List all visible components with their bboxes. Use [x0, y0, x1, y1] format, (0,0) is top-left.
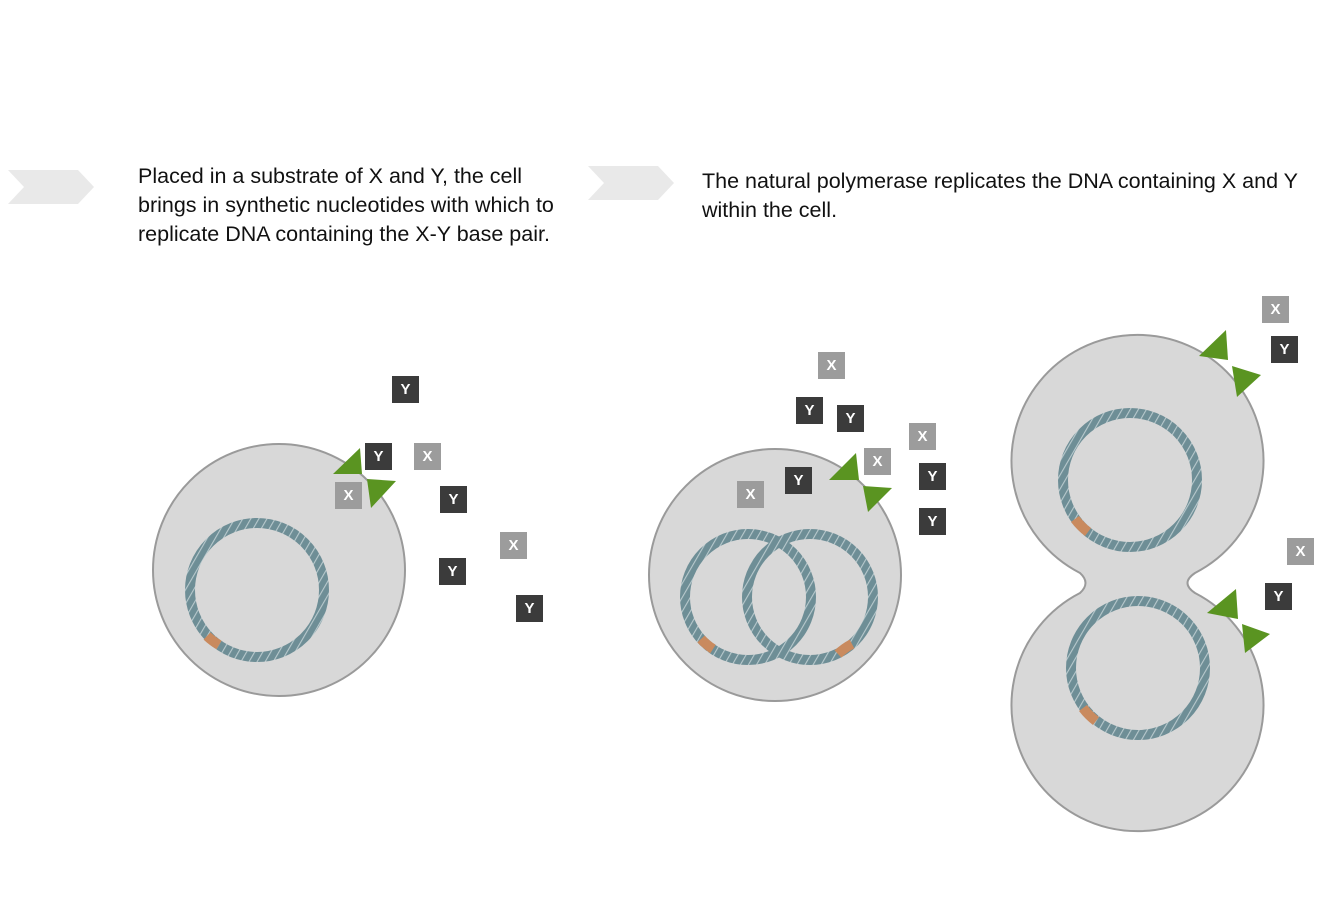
nucleotide-y-badge: Y — [785, 467, 812, 494]
nucleotide-x-badge: X — [1262, 296, 1289, 323]
nucleotide-x-badge: X — [909, 423, 936, 450]
nucleotide-x-badge: X — [1287, 538, 1314, 565]
transporter-cell-3-top — [1199, 330, 1261, 397]
nucleotide-y-badge: Y — [796, 397, 823, 424]
nucleotide-y-badge: Y — [919, 508, 946, 535]
nucleotide-y-badge: Y — [392, 376, 419, 403]
nucleotide-x-badge: X — [818, 352, 845, 379]
dividing-cell — [1010, 333, 1265, 833]
transporter-cell-2 — [829, 453, 892, 512]
nucleotide-y-badge: Y — [1265, 583, 1292, 610]
nucleotide-y-badge: Y — [1271, 336, 1298, 363]
plasmid-3a — [1058, 408, 1202, 552]
nucleotide-y-badge: Y — [837, 405, 864, 432]
transporter-cell-3-bottom — [1207, 589, 1270, 653]
step-arrow-2 — [588, 166, 674, 200]
step-2-caption: The natural polymerase replicates the DN… — [702, 169, 1298, 222]
nucleotide-x-badge: X — [737, 481, 764, 508]
plasmid-2a — [680, 529, 816, 665]
transporter-cell-1 — [333, 448, 396, 508]
step-1-caption: Placed in a substrate of X and Y, the ce… — [138, 164, 554, 246]
nucleotide-x-badge: X — [414, 443, 441, 470]
nucleotide-x-badge: X — [335, 482, 362, 509]
nucleotide-x-badge: X — [500, 532, 527, 559]
nucleotide-y-badge: Y — [516, 595, 543, 622]
cell-2 — [648, 448, 902, 702]
nucleotide-y-badge: Y — [919, 463, 946, 490]
plasmid-2b — [742, 529, 878, 665]
nucleotide-x-badge: X — [864, 448, 891, 475]
nucleotide-y-badge: Y — [440, 486, 467, 513]
nucleotide-y-badge: Y — [439, 558, 466, 585]
plasmid-1 — [185, 518, 329, 662]
nucleotide-y-badge: Y — [365, 443, 392, 470]
step-arrow-1 — [8, 170, 94, 204]
plasmid-3b — [1066, 596, 1210, 740]
